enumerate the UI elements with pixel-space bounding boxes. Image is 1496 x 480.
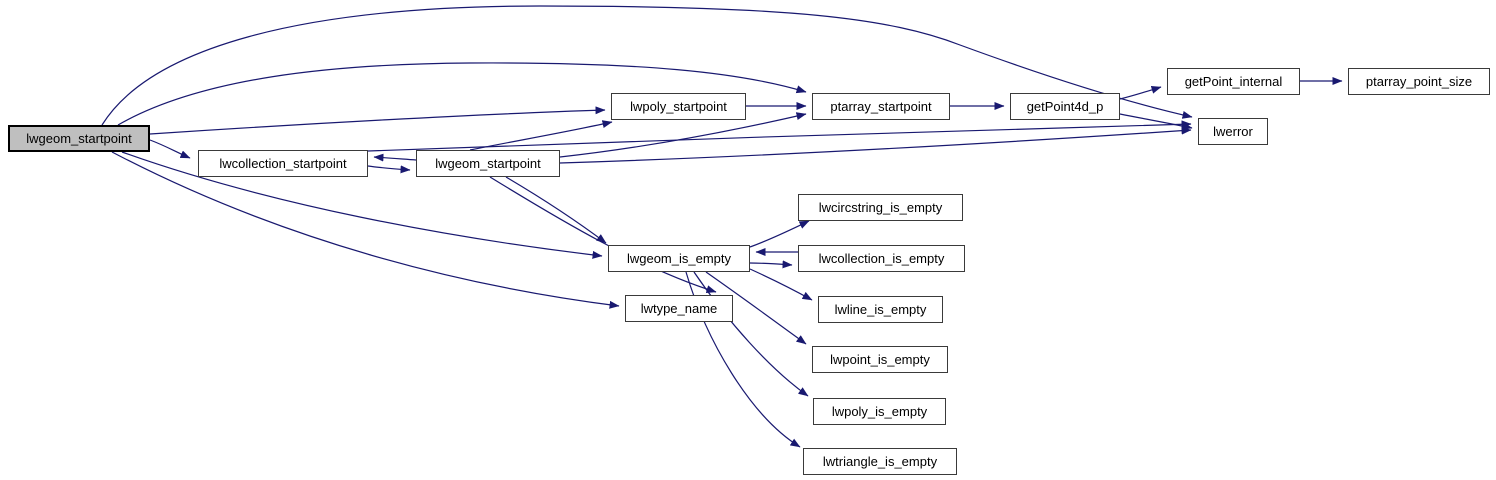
node-getpoint-internal[interactable]: getPoint_internal: [1167, 68, 1300, 95]
edge-getpoint4d-p-to-getpoint-internal: [1119, 85, 1162, 100]
node-lwgeom-is-empty[interactable]: lwgeom_is_empty: [608, 245, 750, 272]
node-lwpoly-is-empty[interactable]: lwpoly_is_empty: [813, 398, 946, 425]
node-lwcollection-startpoint[interactable]: lwcollection_startpoint: [198, 150, 368, 177]
edge-getpoint4d-p-to-lwerror: [1119, 113, 1193, 130]
node-getpoint4d-p[interactable]: getPoint4d_p: [1010, 93, 1120, 120]
node-ptarray-point-size[interactable]: ptarray_point_size: [1348, 68, 1490, 95]
node-lwcollection-is-empty[interactable]: lwcollection_is_empty: [798, 245, 965, 272]
node-lwerror[interactable]: lwerror: [1198, 118, 1268, 145]
edge-root-to-lwpoly-startpoint: [149, 106, 606, 135]
edge-lwgeom-is-empty-to-lwcircstring-is-empty: [749, 220, 810, 248]
edge-root-to-lwerror: [101, 5, 1193, 126]
node-lwcircstring-is-empty[interactable]: lwcircstring_is_empty: [798, 194, 963, 221]
edge-lwgeom-is-empty-to-lwpoint-is-empty: [705, 271, 807, 345]
edge-root-to-lwgeom-is-empty: [121, 151, 603, 259]
edge-lwgeom-startpoint-to-lwpoly-startpoint: [469, 120, 613, 151]
node-ptarray-startpoint[interactable]: ptarray_startpoint: [812, 93, 950, 120]
node-lwline-is-empty[interactable]: lwline_is_empty: [818, 296, 943, 323]
edge-lwcollection-startpoint-to-lwgeom-startpoint: [367, 165, 411, 174]
node-lwgeom-startpoint-root[interactable]: lwgeom_startpoint: [8, 125, 150, 152]
edge-lwgeom-startpoint-to-lwgeom-is-empty: [505, 176, 607, 244]
edge-lwgeom-startpoint-to-ptarray-startpoint: [559, 112, 807, 158]
edge-lwgeom-startpoint-to-lwcollection-startpoint: [373, 153, 417, 162]
edge-lwgeom-is-empty-to-lwcollection-is-empty: [749, 260, 793, 269]
edge-root-to-lwtype-name: [111, 151, 620, 309]
edge-lwgeom-is-empty-to-lwline-is-empty: [749, 268, 813, 301]
edge-root-to-ptarray-startpoint: [117, 62, 807, 126]
edge-lwgeom-is-empty-to-lwpoly-is-empty: [693, 271, 809, 397]
node-lwpoint-is-empty[interactable]: lwpoint_is_empty: [812, 346, 948, 373]
node-lwpoly-startpoint[interactable]: lwpoly_startpoint: [611, 93, 746, 120]
node-lwtriangle-is-empty[interactable]: lwtriangle_is_empty: [803, 448, 957, 475]
edge-lwgeom-startpoint-to-lwtype-name: [489, 176, 717, 293]
node-lwgeom-startpoint[interactable]: lwgeom_startpoint: [416, 150, 560, 177]
node-lwtype-name[interactable]: lwtype_name: [625, 295, 733, 322]
edge-root-to-lwcollection-startpoint: [149, 139, 191, 159]
edge-lwcollection-startpoint-to-lwerror: [367, 120, 1192, 152]
edge-lwgeom-startpoint-to-lwerror: [559, 126, 1192, 164]
